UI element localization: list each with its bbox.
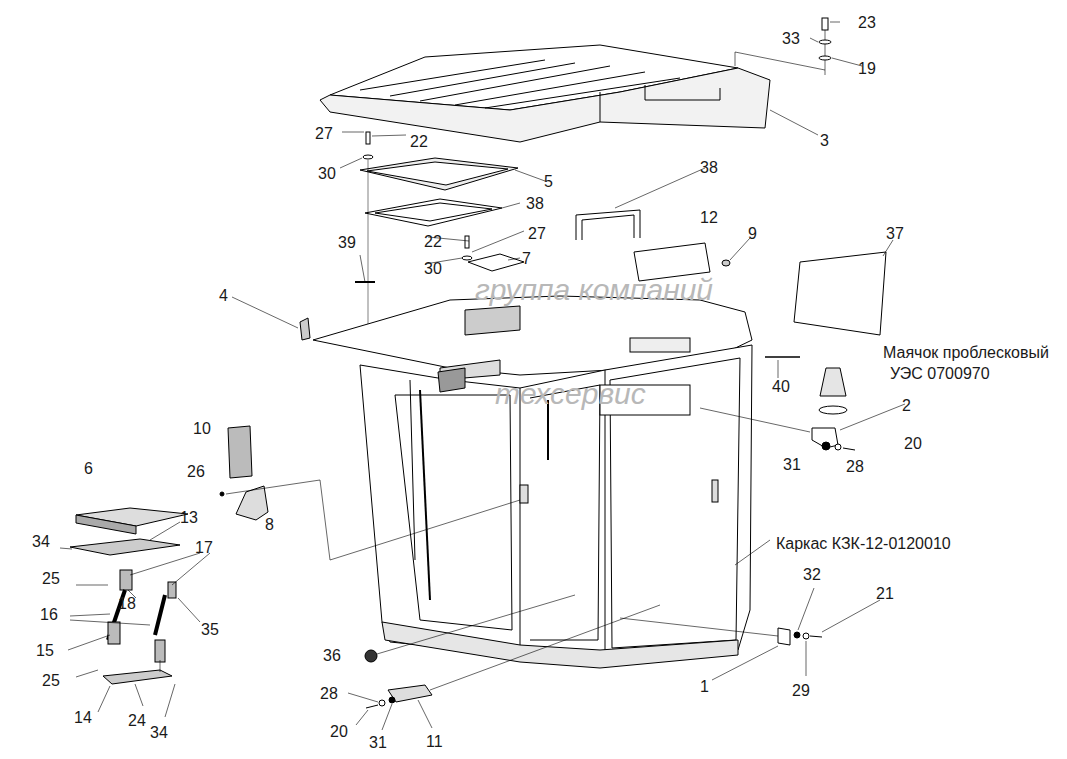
callout-label: 25 <box>42 672 60 690</box>
callout-label: 9 <box>748 225 757 243</box>
callout-label: 34 <box>32 533 50 551</box>
callout-label: 28 <box>846 458 864 476</box>
watermark: техсервис <box>495 378 646 410</box>
callout-label: 12 <box>700 209 718 227</box>
callout-label: 15 <box>36 642 54 660</box>
callout-label: Каркас КЗК-12-0120010 <box>776 535 951 553</box>
callout-label: 31 <box>369 734 387 752</box>
callout-label: 5 <box>544 173 553 191</box>
callout-label: 33 <box>782 30 800 48</box>
callout-label: 6 <box>84 460 93 478</box>
callout-label: 35 <box>201 621 219 639</box>
callout-label: 37 <box>886 225 904 243</box>
callout-label: 8 <box>265 516 274 534</box>
callout-label: 19 <box>858 60 876 78</box>
callout-label: 21 <box>876 585 894 603</box>
callout-label: 40 <box>772 378 790 396</box>
callout-label: 7 <box>522 250 531 268</box>
callout-label: 23 <box>858 14 876 32</box>
callout-label: 13 <box>180 509 198 527</box>
callout-label: 29 <box>792 682 810 700</box>
callout-label: 28 <box>320 685 338 703</box>
callout-label: 14 <box>74 709 92 727</box>
callout-label: 31 <box>783 456 801 474</box>
callout-label: 34 <box>150 724 168 742</box>
callout-label: 36 <box>323 647 341 665</box>
callout-label: 38 <box>700 159 718 177</box>
callout-label: 24 <box>128 712 146 730</box>
callout-label: 30 <box>424 260 442 278</box>
callout-label: 32 <box>803 566 821 584</box>
callout-label: 20 <box>330 723 348 741</box>
callout-label: 25 <box>42 570 60 588</box>
callout-label: 27 <box>528 225 546 243</box>
callout-label: 2 <box>902 397 911 415</box>
callout-label: 18 <box>118 595 136 613</box>
callout-label: 30 <box>318 165 336 183</box>
callout-label: 4 <box>219 287 228 305</box>
callout-label: 20 <box>904 435 922 453</box>
callout-label: 3 <box>820 132 829 150</box>
callout-label: 22 <box>424 233 442 251</box>
watermark: группа компаний <box>475 274 713 306</box>
callout-label: Маячок проблесковый <box>883 344 1049 362</box>
callout-label: 16 <box>40 606 58 624</box>
callout-label: 11 <box>426 733 443 751</box>
callout-label: 27 <box>315 125 333 143</box>
callout-label: УЭС 0700970 <box>890 365 990 383</box>
callout-label: 22 <box>410 133 428 151</box>
callout-label: 26 <box>187 463 205 481</box>
callout-label: 38 <box>526 195 544 213</box>
callout-label: 17 <box>195 539 213 557</box>
callout-label: 39 <box>338 234 356 252</box>
callout-label: 1 <box>700 678 709 696</box>
callout-label: 10 <box>193 420 211 438</box>
